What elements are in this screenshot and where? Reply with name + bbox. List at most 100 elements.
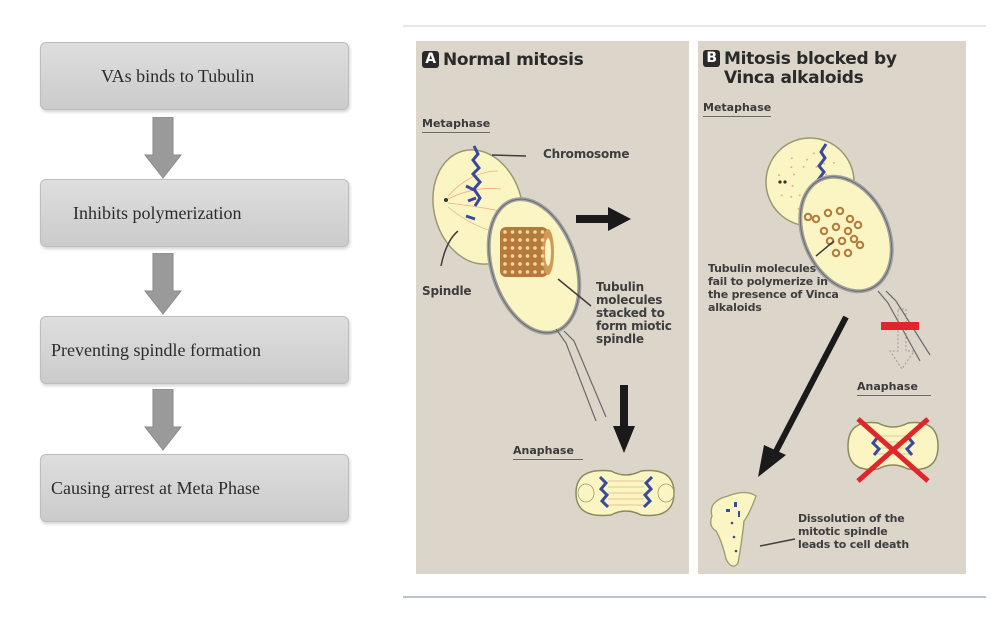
tubulin-dimer bbox=[518, 246, 522, 250]
spindle-fiber-dot bbox=[824, 173, 827, 176]
normal-mitosis-illustration bbox=[432, 145, 675, 517]
tubulin-dimer bbox=[518, 262, 522, 266]
flow-step-1: VAs binds to Tubulin bbox=[40, 42, 349, 110]
flow-step-2: Inhibits polymerization bbox=[40, 179, 349, 247]
spindle-fiber-dot bbox=[777, 174, 780, 177]
tubulin-molecule bbox=[811, 214, 821, 224]
red-x-icon bbox=[856, 417, 930, 483]
tubulin-dimer bbox=[540, 238, 545, 242]
tubulin-dimer bbox=[503, 246, 507, 250]
blocked-arrow bbox=[881, 308, 919, 370]
dissolving-cell bbox=[710, 491, 757, 567]
chromosome bbox=[470, 145, 482, 207]
tubulin-dimer bbox=[525, 246, 530, 250]
spindle-pointer bbox=[440, 230, 459, 267]
down-arrow-icon bbox=[144, 389, 182, 451]
flow-step-label: Causing arrest at Meta Phase bbox=[51, 477, 260, 498]
anaphase-cell bbox=[575, 469, 675, 517]
spindle-fiber-dot bbox=[790, 195, 793, 198]
down-arrow-icon bbox=[144, 253, 182, 315]
tubulin-dimer bbox=[503, 270, 507, 274]
bottom-divider bbox=[403, 596, 986, 598]
diagonal-arrow-icon bbox=[758, 315, 849, 477]
spindle-fiber-dot bbox=[780, 194, 783, 197]
spindle-fiber-dot bbox=[798, 194, 801, 197]
blocked-mitosis-illustration bbox=[710, 137, 939, 567]
spindle-fiber-dot bbox=[791, 184, 794, 187]
anaphase-cell-blocked bbox=[847, 417, 939, 483]
tubulin-molecule bbox=[855, 240, 865, 250]
tubulin-molecule bbox=[853, 220, 863, 230]
tubulin-molecule bbox=[843, 248, 853, 258]
tubulin-stack bbox=[500, 227, 554, 277]
down-arrow-icon bbox=[613, 385, 635, 453]
tubulin-molecule bbox=[819, 226, 829, 236]
tubulin-dimer bbox=[540, 254, 545, 258]
tubulin-dimer bbox=[510, 238, 515, 242]
tubulin-dimer bbox=[525, 254, 530, 258]
spindle-fiber-dot bbox=[802, 165, 805, 168]
tubulin-dimer bbox=[533, 270, 537, 274]
tubulin-dimer bbox=[525, 238, 530, 242]
tubulin-dimer bbox=[518, 254, 522, 258]
tubulin-dimer bbox=[540, 262, 545, 266]
tubulin-dimer bbox=[510, 270, 515, 274]
tubulin-dimer bbox=[533, 230, 537, 234]
panel-a-letter: A bbox=[422, 51, 439, 68]
tubulin-molecule bbox=[837, 236, 847, 246]
tubulin-molecule bbox=[835, 206, 845, 216]
tubulin-molecule bbox=[843, 226, 853, 236]
metaphase-label: Metaphase bbox=[422, 117, 491, 133]
tubulin-dimer bbox=[518, 230, 522, 234]
spindle-fiber-dot bbox=[812, 152, 815, 155]
chromosome-pointer bbox=[491, 154, 527, 157]
flow-step-3: Preventing spindle formation bbox=[40, 316, 349, 384]
tubulin-dimer bbox=[533, 246, 537, 250]
tubulin-dimer bbox=[540, 230, 545, 234]
spindle-fiber-dot bbox=[790, 157, 793, 160]
tubulin-molecule bbox=[803, 212, 813, 222]
tubulin-dimer bbox=[510, 254, 515, 258]
flow-step-label: Inhibits polymerization bbox=[73, 202, 242, 223]
tubulin-dimer bbox=[510, 230, 515, 234]
tubulin-molecule bbox=[823, 208, 833, 218]
spindle-fiber-dot bbox=[815, 165, 818, 168]
tubulin-molecule bbox=[845, 214, 855, 224]
flow-step-label: VAs binds to Tubulin bbox=[101, 65, 255, 86]
top-divider bbox=[403, 25, 986, 27]
tubulin-dimer bbox=[525, 270, 530, 274]
tubulin-dimer bbox=[503, 254, 507, 258]
spindle-fiber-dot bbox=[823, 162, 826, 165]
tubulin-dimer bbox=[540, 246, 545, 250]
right-arrow-icon bbox=[576, 207, 631, 231]
flow-step-4: Causing arrest at Meta Phase bbox=[40, 454, 349, 522]
tubulin-pointer bbox=[815, 240, 835, 257]
dissolution-label: Dissolution of the mitotic spindle leads… bbox=[798, 512, 909, 551]
anaphase-label: Anaphase bbox=[857, 380, 931, 396]
tubulin-pointer bbox=[557, 278, 592, 307]
free-tubulin-molecules bbox=[803, 206, 865, 258]
panel-b-letter: B bbox=[703, 50, 720, 67]
tubulin-molecule bbox=[831, 222, 841, 232]
block-bar bbox=[881, 322, 919, 330]
spindle-fiber-dot bbox=[790, 166, 793, 169]
tubulin-dimer bbox=[533, 262, 537, 266]
spindle-fiber-dot bbox=[805, 158, 808, 161]
panel-a-title-text: Normal mitosis bbox=[443, 50, 584, 70]
tubulin-dimer bbox=[525, 230, 530, 234]
tubulin-dimer bbox=[540, 270, 545, 274]
spindle-fiber-dot bbox=[832, 161, 835, 164]
spindle-label: Spindle bbox=[422, 284, 472, 298]
tubulin-molecule bbox=[849, 234, 859, 244]
tubulin-dimer bbox=[518, 270, 522, 274]
tubulin-molecule bbox=[831, 248, 841, 258]
tubulin-dimer bbox=[525, 262, 530, 266]
tubulin-stacked-label: Tubulin molecules stacked to form miotic… bbox=[596, 280, 672, 346]
tubulin-dimer bbox=[510, 246, 515, 250]
down-arrow-icon bbox=[144, 117, 182, 179]
tubulin-dimer bbox=[510, 262, 515, 266]
